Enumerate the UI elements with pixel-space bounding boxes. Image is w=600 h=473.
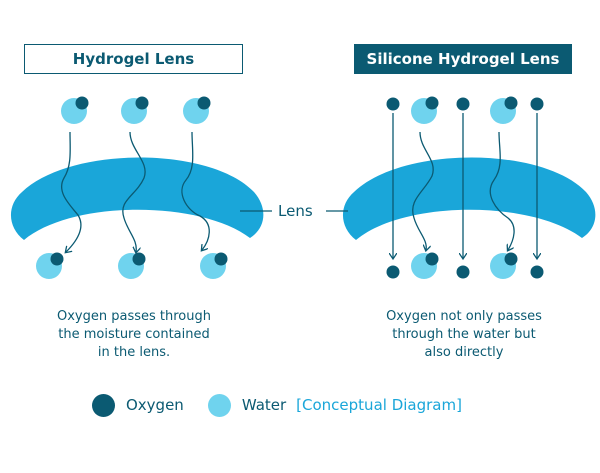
water-oxygen-pair-top — [183, 96, 211, 124]
water-oxygen-pair-bottom — [118, 252, 146, 279]
water-oxygen-pair-bottom — [490, 252, 518, 279]
hydrogel-lens-shape — [10, 157, 264, 240]
water-legend-swatch — [207, 393, 231, 417]
oxygen-molecule-bottom — [456, 265, 470, 279]
oxygen-path-through-water — [412, 131, 434, 250]
silicone-hydrogel-lens-title-text: Silicone Hydrogel Lens — [366, 50, 560, 68]
oxygen-molecule-bottom — [530, 265, 544, 279]
water-oxygen-pair-bottom — [411, 252, 439, 279]
water-oxygen-pair-bottom — [36, 252, 64, 279]
oxygen-molecule-top — [530, 97, 544, 111]
water-oxygen-pair-top — [490, 96, 518, 124]
water-oxygen-pair-top — [411, 96, 439, 124]
oxygen-legend-swatch — [92, 393, 115, 417]
oxygen-path-through-water — [489, 131, 515, 250]
caption-line: through the water but — [392, 327, 536, 342]
water-oxygen-pair-top — [61, 96, 89, 124]
silicone-hydrogel-lens-title: Silicone Hydrogel Lens — [354, 44, 572, 74]
oxygen-molecule-bottom — [386, 265, 400, 279]
water-oxygen-pair-bottom — [200, 252, 228, 279]
hydrogel-lens-title: Hydrogel Lens — [24, 44, 243, 74]
oxygen-molecule-top — [386, 97, 400, 111]
oxygen-path-through-water — [181, 131, 210, 250]
hydrogel-caption: Oxygen passes through the moisture conta… — [24, 308, 244, 362]
caption-line: in the lens. — [97, 345, 171, 360]
caption-line: also directly — [424, 345, 504, 360]
silicone-hydrogel-lens-shape — [342, 157, 596, 240]
legend: Oxygen Water [Conceptual Diagram] — [92, 391, 462, 419]
hydrogel-lens-title-text: Hydrogel Lens — [72, 50, 195, 68]
oxygen-molecule-top — [456, 97, 470, 111]
oxygen-legend-label: Oxygen — [126, 396, 184, 414]
caption-line: Oxygen passes through — [57, 309, 211, 324]
caption-line: Oxygen not only passes — [386, 309, 542, 324]
conceptual-diagram-note: [Conceptual Diagram] — [296, 396, 462, 414]
oxygen-path-through-water — [61, 131, 82, 252]
oxygen-path-through-water — [122, 131, 146, 252]
lens-label: Lens — [278, 202, 313, 220]
caption-line: the moisture contained — [58, 327, 210, 342]
water-oxygen-pair-top — [121, 96, 149, 124]
water-legend-label: Water — [241, 396, 287, 414]
silicone-hydrogel-caption: Oxygen not only passes through the water… — [348, 308, 580, 362]
